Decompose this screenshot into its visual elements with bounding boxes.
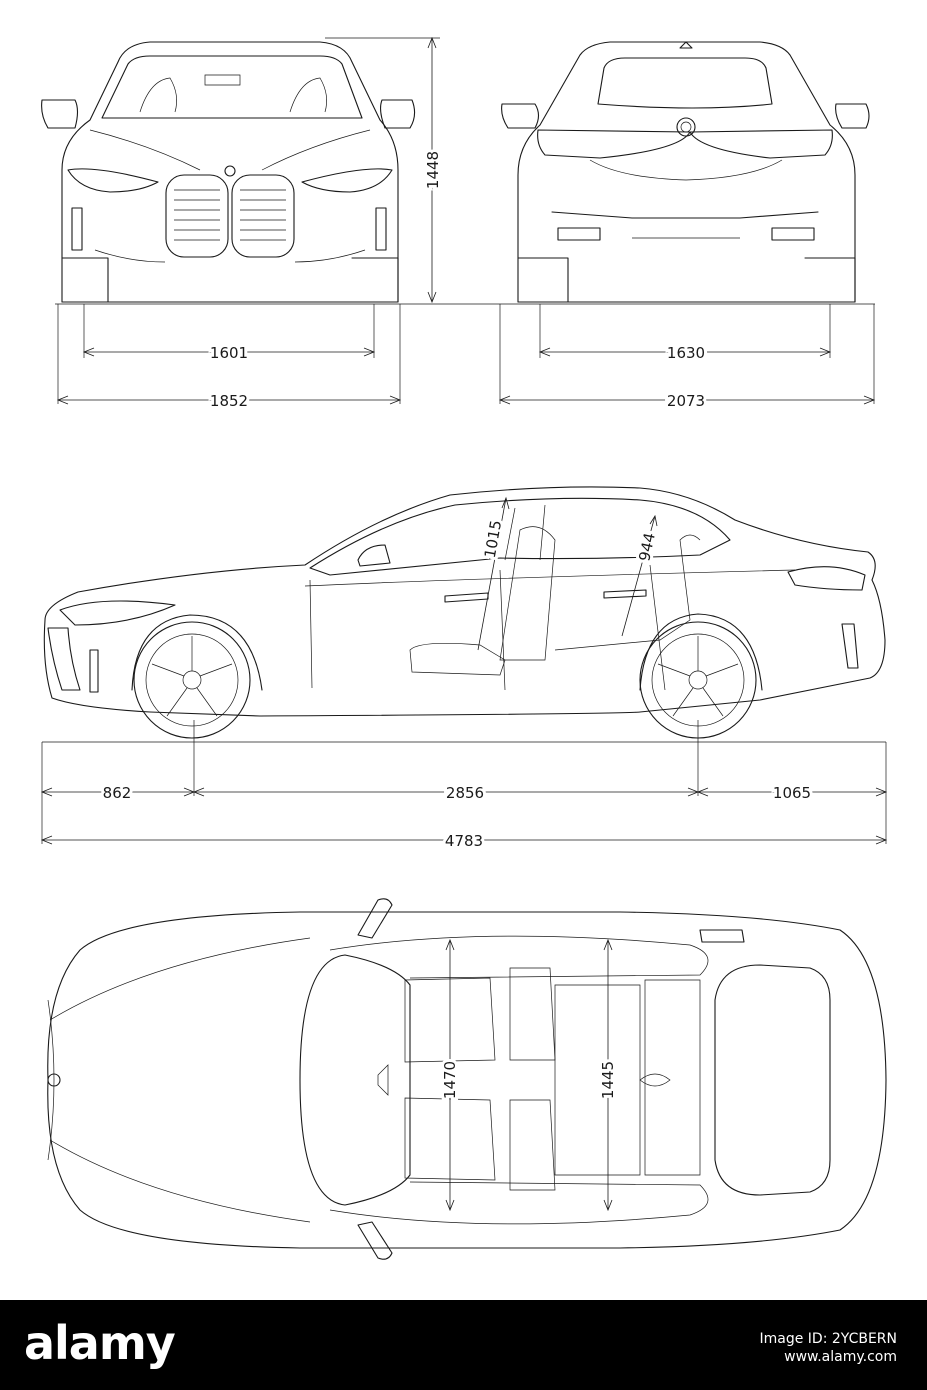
dim-wheelbase-label: 2856 bbox=[446, 784, 484, 802]
dim-front-track: 1601 bbox=[57, 304, 401, 404]
dim-width-mirrors-label: 2073 bbox=[667, 392, 705, 410]
image-id: Image ID: 2YCBERN www.alamy.com bbox=[760, 1330, 898, 1366]
top-left-mirror-icon bbox=[357, 898, 393, 939]
dim-front-shoulder-label: 1470 bbox=[441, 1061, 459, 1099]
rear-view bbox=[501, 41, 870, 303]
dim-rear-overhang-label: 1065 bbox=[773, 784, 811, 802]
dim-rear-track: 1630 bbox=[499, 304, 875, 404]
dim-rear-shoulder-label: 1445 bbox=[599, 1061, 617, 1099]
dim-rear-headroom-label: 944 bbox=[635, 531, 659, 563]
front-view bbox=[41, 41, 416, 303]
dim-length-group: 862 2856 1065 4783 bbox=[40, 720, 888, 853]
front-wheel bbox=[131, 614, 263, 739]
dim-rear-shoulder: 1445 bbox=[596, 938, 620, 1212]
dim-rear-track-label: 1630 bbox=[667, 344, 705, 362]
alamy-logo[interactable]: alamy bbox=[24, 1316, 176, 1370]
rear-badge-icon bbox=[676, 117, 696, 137]
rear-right-mirror-icon bbox=[835, 103, 870, 129]
left-mirror-icon bbox=[41, 99, 79, 129]
side-view bbox=[43, 486, 886, 739]
dim-front-headroom: 1015 bbox=[477, 496, 510, 651]
dim-width-body: 1852 bbox=[56, 389, 402, 413]
dim-front-track-label: 1601 bbox=[210, 344, 248, 362]
rear-wheel bbox=[639, 613, 763, 739]
dim-front-overhang-label: 862 bbox=[103, 784, 132, 802]
right-mirror-icon bbox=[379, 99, 416, 129]
image-id-line: Image ID: 2YCBERN bbox=[759, 1331, 898, 1347]
dim-rear-headroom: 944 bbox=[621, 514, 662, 637]
front-badge-icon bbox=[224, 165, 236, 177]
site-url[interactable]: www.alamy.com bbox=[784, 1349, 897, 1365]
dim-height-label: 1448 bbox=[424, 151, 442, 189]
dim-length-label: 4783 bbox=[445, 832, 483, 850]
rear-left-mirror-icon bbox=[501, 103, 540, 129]
top-view bbox=[47, 898, 887, 1260]
top-right-mirror-icon bbox=[357, 1221, 393, 1260]
side-mirror-icon bbox=[357, 544, 391, 567]
dim-height: 1448 bbox=[325, 36, 445, 304]
stock-footer: alamy Image ID: 2YCBERN www.alamy.com bbox=[0, 1300, 927, 1390]
dim-width-body-label: 1852 bbox=[210, 392, 248, 410]
front-door-handle-icon bbox=[444, 592, 489, 603]
dim-width-mirrors: 2073 bbox=[498, 389, 876, 413]
car-blueprint: 1448 1601 1852 bbox=[40, 36, 888, 1260]
dim-front-headroom-label: 1015 bbox=[481, 519, 505, 560]
kidney-grille bbox=[165, 174, 295, 258]
dim-front-shoulder: 1470 bbox=[438, 938, 462, 1212]
rear-door-handle-icon bbox=[603, 589, 647, 599]
top-badge-icon bbox=[47, 1073, 61, 1087]
